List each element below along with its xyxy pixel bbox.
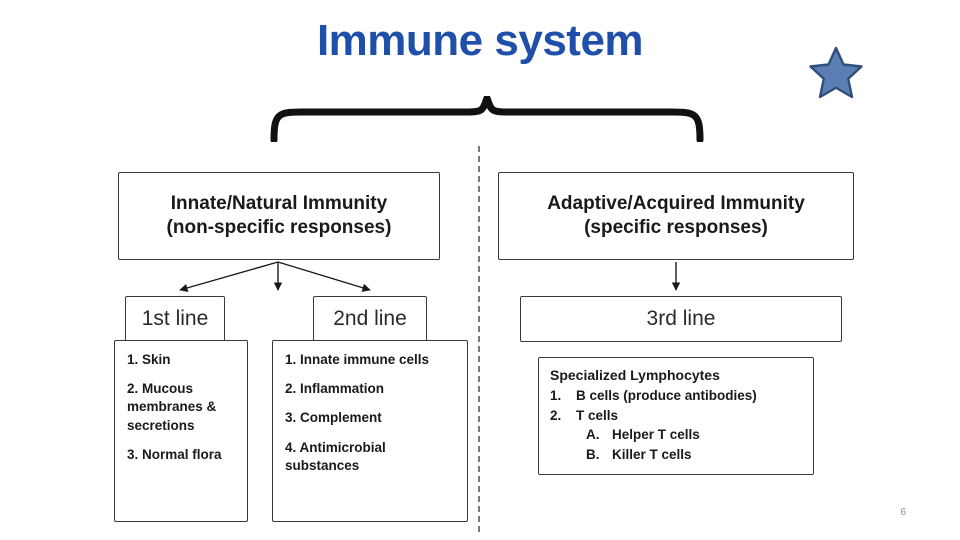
innate-header-line1: Innate/Natural Immunity: [170, 193, 388, 215]
list-item: 3. Complement: [285, 410, 382, 426]
page-title: Immune system: [316, 16, 644, 65]
page-number: 6: [900, 507, 906, 518]
adaptive-header-line2: (specific responses): [584, 217, 768, 238]
innate-immunity-header: Innate/Natural Immunity (non-specific re…: [118, 172, 440, 260]
third-line-label: 3rd line: [646, 307, 716, 330]
specialized-lymphocytes-box: Specialized Lymphocytes 1. B cells (prod…: [538, 357, 814, 475]
list-item: 1. Innate immune cells: [285, 352, 430, 367]
section-divider: [478, 146, 480, 532]
list-item: 3. Normal flora: [127, 446, 222, 462]
subitem-text: Helper T cells: [612, 427, 700, 443]
second-line-label: 2nd line: [333, 307, 407, 330]
list-subitem: A. Helper T cells: [550, 425, 802, 445]
list-item: 2. Mucous membranes & secretions: [127, 381, 217, 433]
third-line-box: 3rd line: [520, 296, 842, 342]
first-line-label: 1st line: [141, 307, 209, 330]
brace-connector: [270, 96, 704, 142]
adaptive-header-line1: Adaptive/Acquired Immunity: [547, 193, 805, 215]
lymphocytes-title: Specialized Lymphocytes: [550, 367, 720, 383]
item-number: 2.: [550, 407, 562, 423]
list-item: 2. T cells: [550, 406, 802, 426]
subitem-text: Killer T cells: [612, 446, 692, 462]
item-text: T cells: [576, 407, 619, 423]
item-text: B cells (produce antibodies): [576, 388, 757, 403]
item-number: 1.: [550, 388, 562, 403]
subitem-number: B.: [586, 446, 600, 462]
list-item: 2. Inflammation: [285, 381, 385, 397]
list-item: 1. B cells (produce antibodies): [550, 386, 802, 406]
second-line-box: 2nd line: [313, 296, 427, 342]
first-line-items-box: 1. Skin 2. Mucous membranes & secretions…: [114, 340, 248, 522]
list-subitem: B. Killer T cells: [550, 445, 802, 465]
first-line-box: 1st line: [125, 296, 225, 342]
list-item: 4. Antimicrobial substances: [285, 439, 386, 473]
innate-header-line2: (non-specific responses): [166, 217, 392, 238]
second-line-items-box: 1. Innate immune cells 2. Inflammation 3…: [272, 340, 468, 522]
adaptive-immunity-header: Adaptive/Acquired Immunity (specific res…: [498, 172, 854, 260]
subitem-number: A.: [586, 427, 600, 443]
star-icon: [809, 46, 863, 99]
list-item: 1. Skin: [127, 352, 171, 367]
